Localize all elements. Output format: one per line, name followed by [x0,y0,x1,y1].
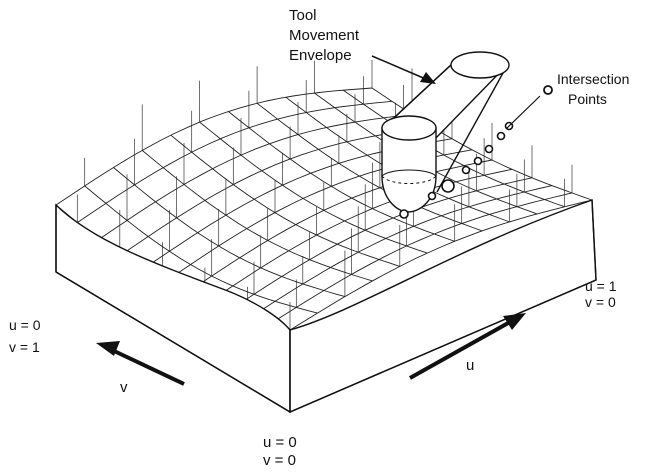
block-bottom-left-edge [55,271,291,413]
block-right-face [289,199,597,414]
base-block [55,199,597,414]
block-bottom-right-edge [289,279,597,413]
circle-marker-icon [484,144,494,154]
corner-u0-left-label: u = 0 [9,317,41,333]
circle-marker-icon [496,131,506,141]
intersection-points [399,121,514,219]
mesh-line-v [268,192,573,326]
mesh-line-v [204,168,513,305]
envelope-bottom-edge [436,63,509,193]
circle-marker-icon [473,156,483,166]
arrow-icon [503,313,526,330]
envelope-leader-line [371,55,429,81]
mesh-line-v [225,177,533,313]
mesh-line-u [256,102,483,232]
circle-marker-icon [399,209,409,219]
mesh-line-u [113,167,346,298]
mesh-line-v [289,199,593,331]
intersection-label-line-2: Points [568,91,607,107]
block-front-face [55,203,291,414]
leaders [371,55,541,129]
mesh-line-v [119,126,433,257]
arrow-icon [96,341,120,356]
u-arrow-shaft [409,320,511,380]
mesh-line-v [55,87,373,206]
corner-u0-bottom-label: u = 0 [263,434,297,451]
v-axis-label: v [120,379,128,396]
mesh-line-u [199,121,428,254]
direction-arrows [96,313,526,386]
mesh-line-v [98,113,413,240]
mesh-line-v [183,159,493,296]
envelope-far-end [450,51,510,79]
corner-v0-label: v = 0 [585,294,616,310]
corner-u1-label: u = 1 [585,278,617,294]
corner-v1-label: v = 1 [9,339,40,355]
corner-v0-bottom-label: v = 0 [263,452,296,469]
block-right-back-edge [591,199,597,281]
arrow-icon [420,72,436,84]
circle-marker-icon [543,85,553,95]
labels: Tool Movement Envelope Intersection Poin… [9,7,629,469]
intersection-leader-line [506,95,541,129]
envelope-label-line-3: Envelope [289,47,352,64]
mesh-line-u [84,185,318,314]
circle-marker-icon [441,179,455,193]
cutter-top [381,115,437,141]
v-arrow-shaft [111,348,185,386]
envelope-label-line-1: Tool [289,7,317,24]
mesh-line-v [77,100,393,223]
circle-marker-icon [427,191,437,201]
intersection-label-line-1: Intersection [557,71,629,87]
mesh-line-v [247,185,553,320]
tool-cutter [381,115,437,213]
cutter-front-section [381,169,437,177]
circle-marker-icon [461,165,471,175]
mesh-line-u [141,150,373,282]
envelope-label-line-2: Movement [289,27,360,44]
mesh-line-u [228,111,455,242]
mesh-line-u [170,134,400,267]
u-axis-label: u [466,357,474,374]
